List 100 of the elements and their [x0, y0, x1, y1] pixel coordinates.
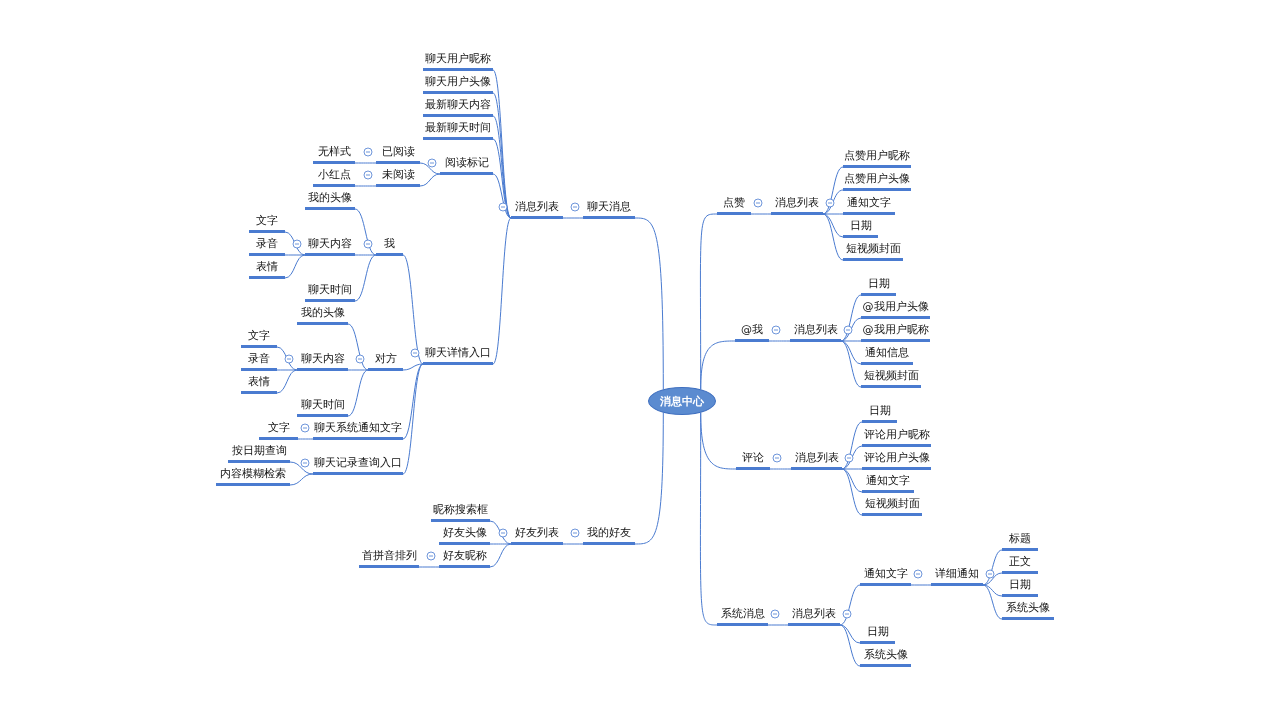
topic-label: 聊天用户昵称: [423, 51, 493, 71]
branch-line: [492, 138, 512, 219]
branch-line: [841, 468, 863, 470]
branch-line: [354, 185, 377, 187]
topic-label: 标题: [1002, 531, 1038, 551]
branch-line: [982, 549, 1003, 586]
topic-label: 聊天内容: [297, 351, 348, 371]
topic-label: 文字: [241, 328, 277, 348]
branch-line: [910, 584, 932, 586]
topic-label: 短视频封面: [861, 368, 921, 388]
topic-label: 系统头像: [1002, 600, 1054, 620]
branch-line: [562, 543, 584, 545]
topic-label: 短视频封面: [862, 496, 922, 516]
topic-label: 点赞用户昵称: [843, 148, 911, 168]
branch-line: [284, 254, 306, 279]
topic-label: 日期: [861, 276, 896, 296]
topic-label: 录音: [241, 351, 277, 371]
branch-line: [562, 217, 584, 219]
branch-line: [347, 369, 369, 371]
topic-label: 通知信息: [861, 345, 913, 365]
branch-line: [822, 166, 844, 215]
branch-line: [841, 468, 863, 516]
branch-line: [982, 572, 1003, 586]
branch-line: [769, 468, 792, 470]
branch-line: [419, 173, 441, 187]
topic-label: 短视频封面: [843, 241, 903, 261]
topic-label: 聊天时间: [305, 282, 355, 302]
topic-label: 我: [376, 236, 403, 256]
branch-line: [492, 173, 512, 219]
topic-label: 好友昵称: [439, 548, 490, 568]
branch-line: [839, 624, 861, 667]
branch-line: [840, 340, 862, 342]
topic-label: 昵称搜索框: [431, 502, 490, 522]
topic-label: 点赞用户头像: [843, 171, 911, 191]
topic-label: 表情: [241, 374, 277, 394]
branch-line: [750, 213, 772, 215]
topic-label: 聊天记录查询入口: [313, 455, 403, 475]
topic-label: 好友头像: [439, 525, 490, 545]
branch-line: [347, 369, 369, 417]
branch-line: [839, 584, 861, 626]
topic-label: 日期: [843, 218, 878, 238]
topic-label: 聊天消息: [583, 199, 635, 219]
topic-label: 系统消息: [717, 606, 768, 626]
branch-line: [840, 340, 862, 388]
branch-line: [297, 438, 314, 440]
topic-label: 未阅读: [376, 167, 420, 187]
topic-label: 表情: [249, 259, 285, 279]
branch-line: [276, 369, 298, 394]
topic-label: 日期: [862, 403, 897, 423]
branch-line: [492, 217, 512, 365]
topic-label: 对方: [368, 351, 403, 371]
topic-label: 系统头像: [860, 647, 911, 667]
topic-label: 最新聊天时间: [423, 120, 493, 140]
topic-label: 通知文字: [843, 195, 895, 215]
branch-line: [402, 363, 424, 475]
topic-label: @我用户昵称: [861, 322, 930, 342]
topic-label: 日期: [860, 624, 895, 644]
topic-label: 内容模糊检索: [216, 466, 290, 486]
topic-label: 消息列表: [771, 195, 823, 215]
topic-label: 通知文字: [860, 566, 911, 586]
topic-label: 文字: [249, 213, 285, 233]
branch-line: [822, 213, 844, 215]
topic-label: 无样式: [313, 144, 355, 164]
topic-label: 文字: [259, 420, 298, 440]
branch-line: [767, 624, 789, 626]
topic-label: 详细通知: [931, 566, 983, 586]
central-topic: 消息中心: [648, 387, 716, 415]
branch-line: [347, 323, 369, 371]
topic-label: 已阅读: [376, 144, 420, 164]
topic-label: 日期: [1002, 577, 1038, 597]
topic-label: 聊天用户头像: [423, 74, 493, 94]
branch-line: [354, 162, 377, 164]
branch-line: [840, 294, 862, 342]
topic-label: 消息列表: [791, 450, 842, 470]
branch-line: [402, 254, 424, 365]
topic-label: 评论用户头像: [862, 450, 931, 470]
topic-label: 阅读标记: [440, 155, 493, 175]
topic-label: 消息列表: [790, 322, 841, 342]
branch-line: [354, 208, 377, 256]
topic-label: 我的头像: [297, 305, 348, 325]
branch-line: [768, 340, 791, 342]
branch-line: [354, 254, 377, 256]
branch-line: [418, 566, 440, 568]
topic-label: 聊天时间: [297, 397, 348, 417]
branch-line: [402, 363, 424, 371]
branch-line: [822, 213, 844, 261]
topic-label: 我的好友: [583, 525, 635, 545]
topic-label: 点赞: [717, 195, 751, 215]
topic-label: 聊天内容: [305, 236, 355, 256]
topic-label: 评论用户昵称: [862, 427, 931, 447]
branch-line: [982, 584, 1003, 620]
topic-label: @我用户头像: [861, 299, 930, 319]
topic-label: 消息列表: [511, 199, 563, 219]
branch-line: [492, 92, 512, 219]
topic-label: @我: [735, 322, 769, 342]
branch-line: [289, 461, 314, 475]
topic-label: 评论: [736, 450, 770, 470]
branch-line: [284, 254, 306, 256]
topic-label: 按日期查询: [228, 443, 290, 463]
topic-label: 聊天详情入口: [423, 345, 493, 365]
